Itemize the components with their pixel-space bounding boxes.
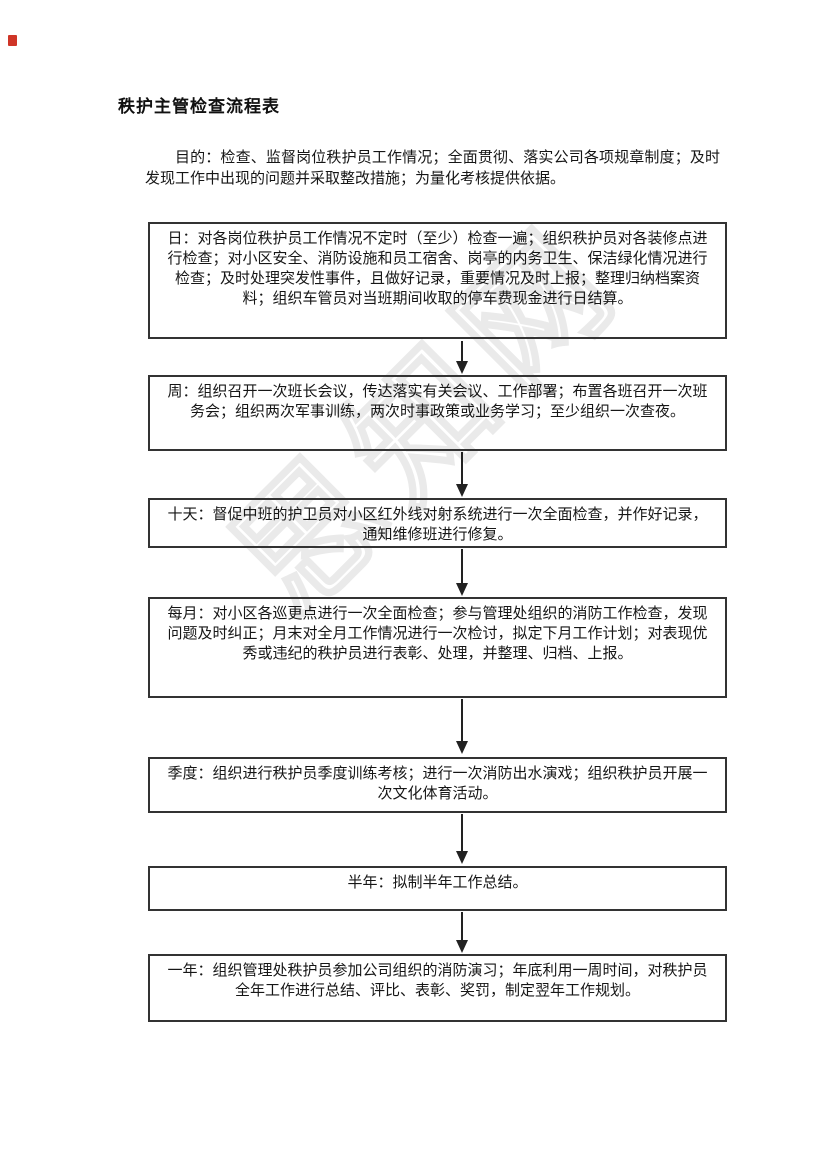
down-arrow-icon — [456, 851, 468, 864]
flow-box-weekly: 周：组织召开一次班长会议，传达落实有关会议、工作部署；布置各班召开一次班务会；组… — [148, 375, 727, 451]
down-arrow-icon — [456, 741, 468, 754]
arrow-shaft — [461, 912, 463, 940]
flow-box-half-year: 半年：拟制半年工作总结。 — [148, 866, 727, 911]
arrow-shaft — [461, 341, 463, 361]
flow-box-ten-days: 十天：督促中班的护卫员对小区红外线对射系统进行一次全面检查，并作好记录，通知维修… — [148, 498, 727, 548]
down-arrow-connector-6 — [456, 912, 468, 953]
down-arrow-connector-4 — [456, 699, 468, 754]
down-arrow-icon — [456, 940, 468, 953]
down-arrow-connector-2 — [456, 452, 468, 497]
arrow-shaft — [461, 814, 463, 851]
arrow-shaft — [461, 699, 463, 741]
flow-box-daily: 日：对各岗位秩护员工作情况不定时（至少）检查一遍；组织秩护员对各装修点进行检查；… — [148, 222, 727, 339]
down-arrow-icon — [456, 361, 468, 374]
down-arrow-icon — [456, 583, 468, 596]
down-arrow-connector-1 — [456, 341, 468, 374]
arrow-shaft — [461, 452, 463, 484]
watermark-bottom-fragment: 网 — [384, 1129, 656, 1174]
flow-box-yearly: 一年：组织管理处秩护员参加公司组织的消防演习；年底利用一周时间，对秩护员全年工作… — [148, 954, 727, 1022]
down-arrow-icon — [456, 484, 468, 497]
arrow-shaft — [461, 549, 463, 583]
red-stamp-mark — [8, 35, 17, 46]
purpose-paragraph: 目的：检查、监督岗位秩护员工作情况；全面贯彻、落实公司各项规章制度；及时发现工作… — [145, 149, 720, 187]
page-title: 秩护主管检查流程表 — [118, 97, 280, 116]
flow-box-quarterly: 季度：组织进行秩护员季度训练考核；进行一次消防出水演戏；组织秩护员开展一次文化体… — [148, 757, 727, 813]
down-arrow-connector-3 — [456, 549, 468, 596]
down-arrow-connector-5 — [456, 814, 468, 864]
flow-box-monthly: 每月：对小区各巡更点进行一次全面检查；参与管理处组织的消防工作检查，发现问题及时… — [148, 597, 727, 698]
